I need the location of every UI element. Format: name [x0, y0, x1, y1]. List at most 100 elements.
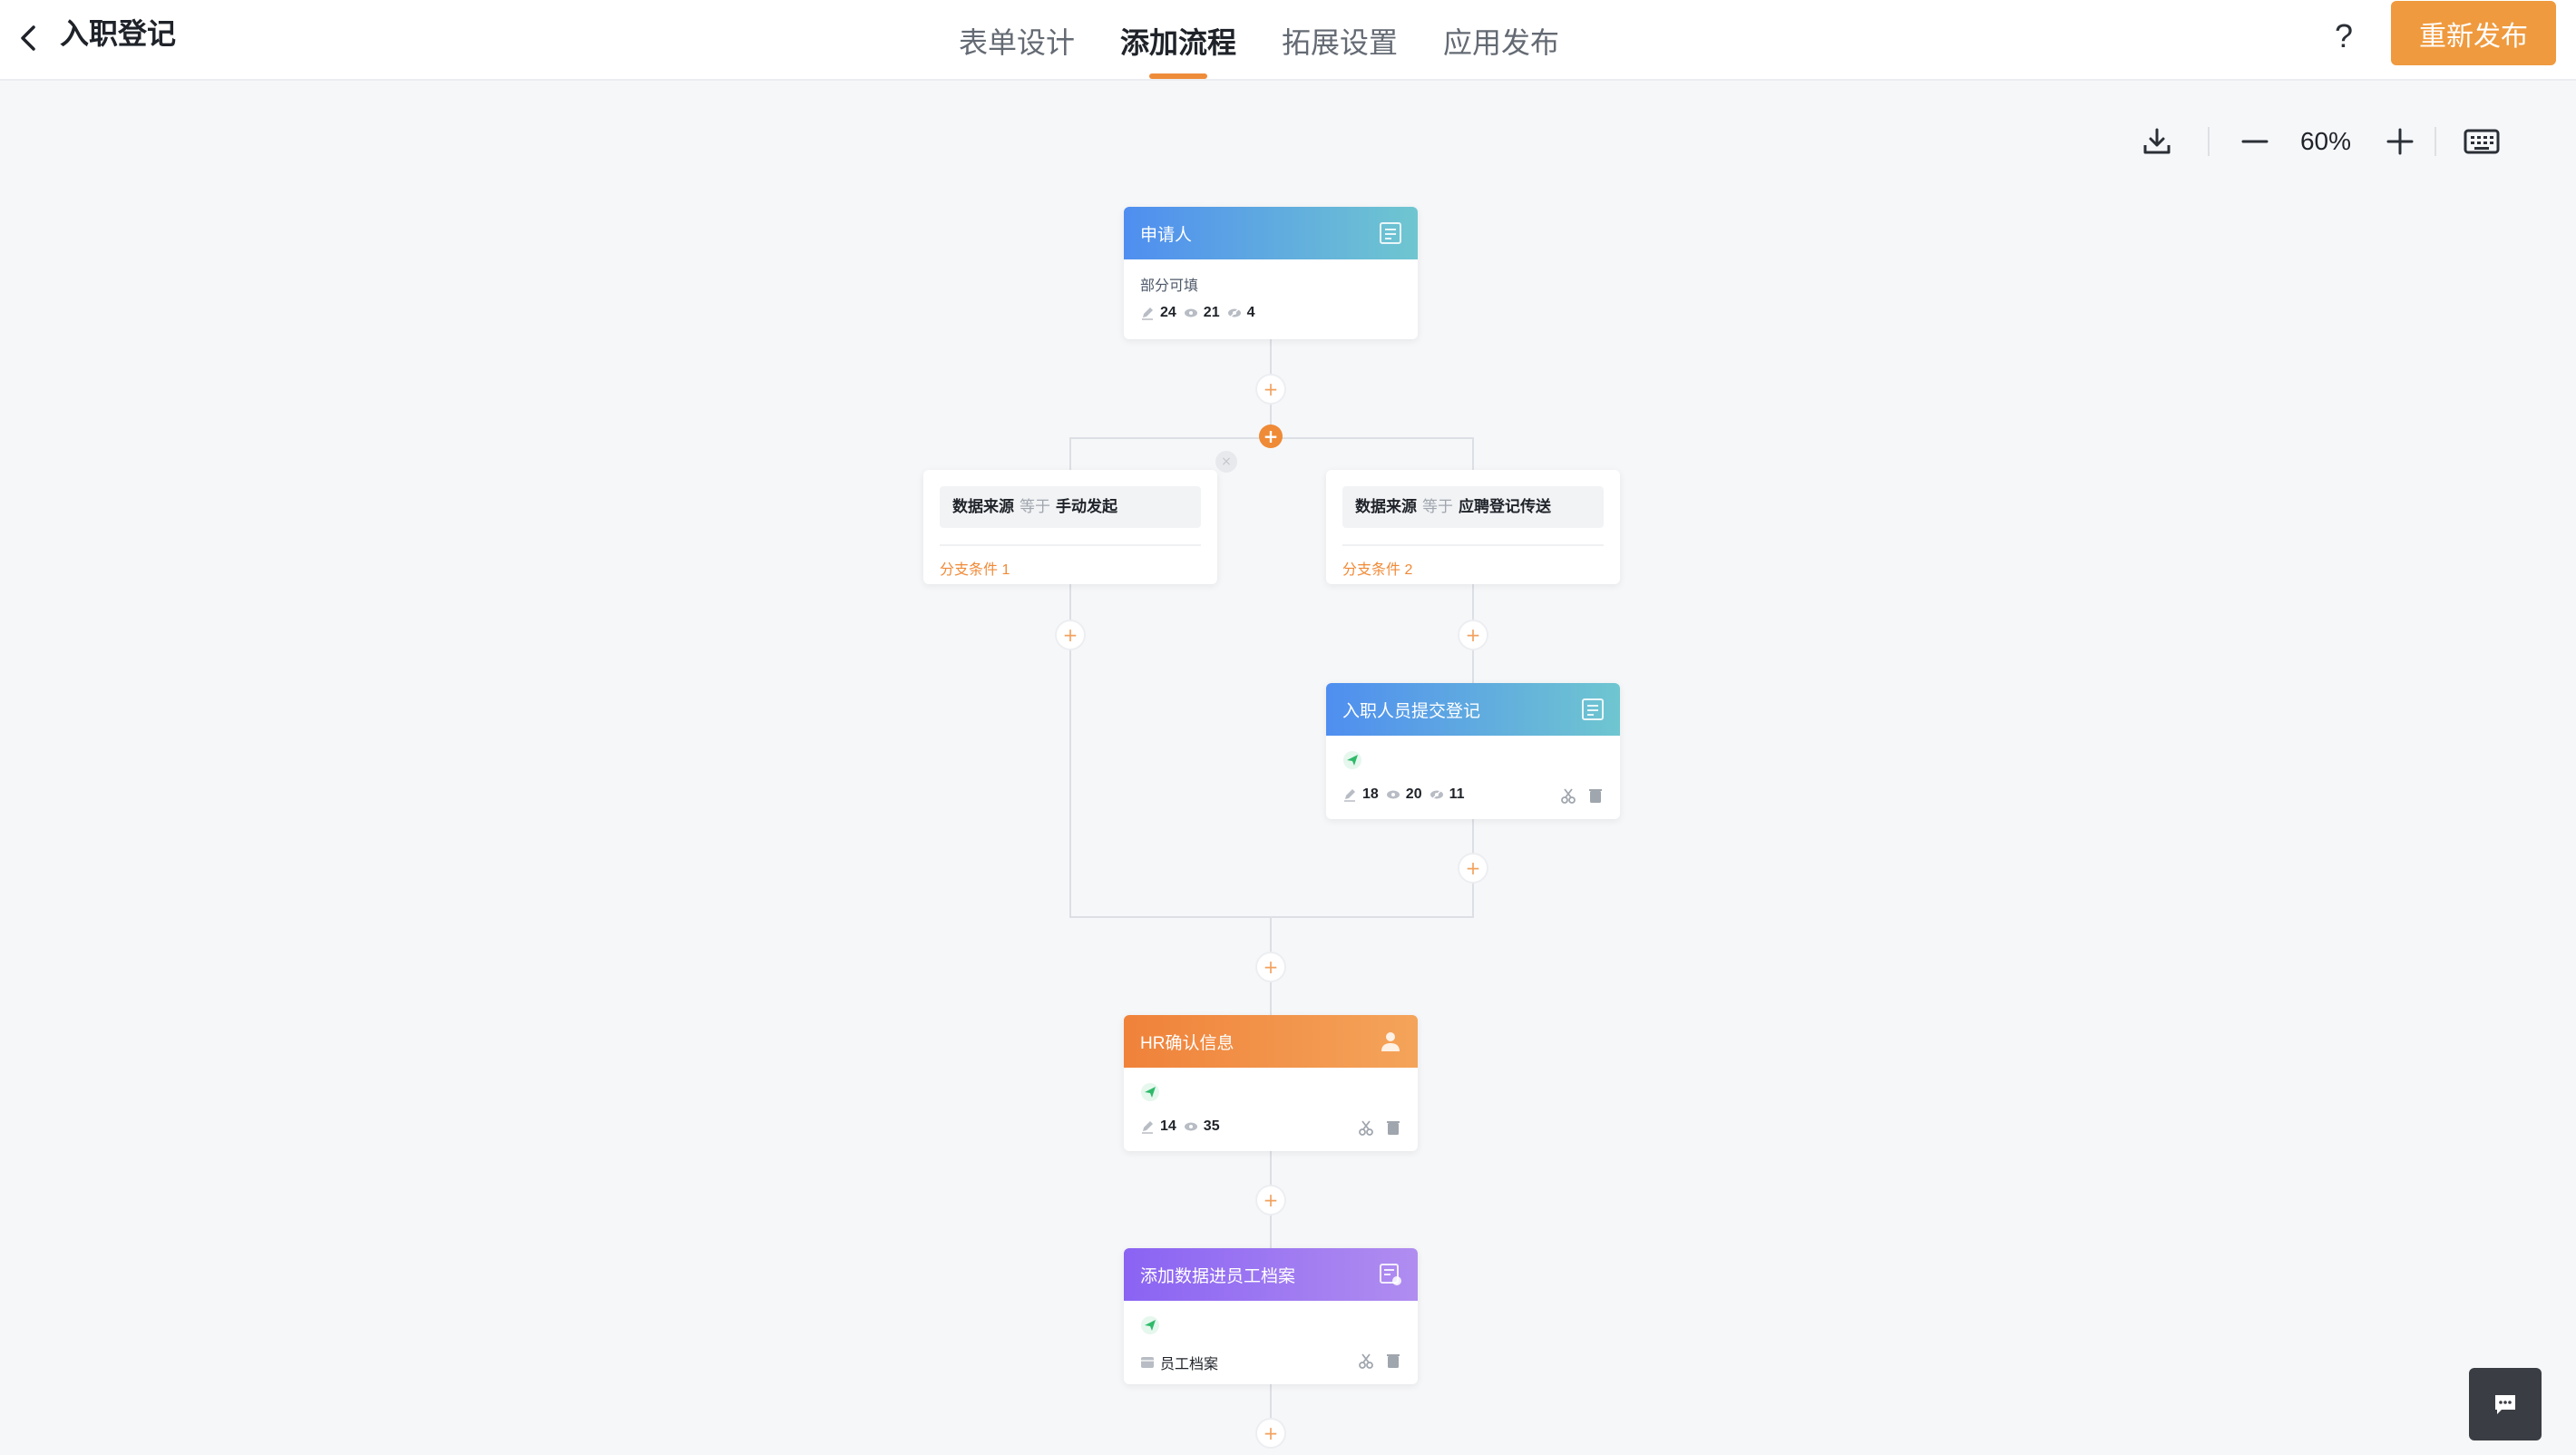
node-header: 入职人员提交登记	[1326, 683, 1620, 736]
eye-icon	[1386, 790, 1400, 799]
send-icon	[1141, 1316, 1159, 1334]
top-bar: 入职登记 表单设计 添加流程 拓展设置 应用发布 ? 重新发布	[0, 0, 2576, 81]
editable-count: 14	[1160, 1118, 1176, 1134]
add-to-archive-node[interactable]: 添加数据进员工档案 员工档案	[1124, 1248, 1418, 1384]
applicant-node[interactable]: 申请人 部分可填 24 21 4	[1124, 207, 1418, 339]
delete-icon[interactable]	[1385, 1119, 1401, 1136]
delete-icon[interactable]	[1587, 787, 1604, 804]
divider	[1342, 544, 1604, 546]
visible-count: 35	[1203, 1118, 1220, 1134]
node-actions	[1549, 787, 1604, 804]
connector-line	[1069, 916, 1474, 918]
table-icon	[1141, 1357, 1154, 1368]
download-button[interactable]	[2132, 116, 2182, 167]
back-button[interactable]	[7, 16, 51, 60]
delete-icon[interactable]	[1385, 1352, 1401, 1369]
add-node-button[interactable]: +	[1255, 374, 1286, 405]
scissors-icon[interactable]	[1358, 1352, 1374, 1369]
toolbar-divider	[2435, 127, 2436, 156]
zoom-in-button[interactable]	[2375, 116, 2425, 167]
eye-icon	[1184, 1122, 1197, 1131]
help-button[interactable]: ?	[2334, 17, 2354, 54]
target-form: 员工档案	[1140, 1352, 1218, 1373]
node-body: 部分可填 24 21 4	[1124, 259, 1418, 339]
scissors-icon[interactable]	[1358, 1119, 1374, 1136]
edit-icon	[1142, 1121, 1153, 1134]
keyboard-shortcuts-button[interactable]	[2456, 116, 2507, 167]
node-body: 14 35	[1124, 1068, 1418, 1151]
page-title: 入职登记	[60, 17, 177, 50]
target-form-name: 员工档案	[1160, 1357, 1219, 1372]
eye-off-icon	[1429, 788, 1443, 801]
visible-count: 20	[1405, 786, 1422, 802]
condition-expression: 数据来源等于应聘登记传送	[1342, 486, 1604, 528]
condition-value: 手动发起	[1056, 498, 1117, 515]
toolbar-divider	[2208, 127, 2210, 156]
add-node-button[interactable]: +	[1255, 952, 1286, 982]
node-header: 添加数据进员工档案	[1124, 1248, 1418, 1301]
connector-line	[1472, 437, 1474, 918]
chevron-left-icon	[21, 25, 35, 51]
add-branch-button[interactable]: +	[1259, 425, 1283, 448]
node-actions	[1347, 1119, 1401, 1136]
republish-button[interactable]: 重新发布	[2391, 1, 2556, 65]
eye-off-icon	[1227, 307, 1241, 319]
add-node-button[interactable]: +	[1458, 853, 1488, 884]
condition-value: 应聘登记传送	[1459, 498, 1551, 515]
tab-app-publish[interactable]: 应用发布	[1443, 25, 1560, 59]
node-title: 入职人员提交登记	[1342, 701, 1481, 721]
approver-icon	[1381, 1032, 1400, 1051]
editable-count: 24	[1160, 305, 1176, 320]
branch-label: 分支条件 2	[1342, 562, 1413, 578]
edit-icon	[1344, 789, 1355, 802]
eye-icon	[1184, 308, 1197, 317]
condition-operator: 等于	[1020, 498, 1050, 515]
canvas-toolbar: 60%	[2132, 116, 2513, 167]
download-icon	[2143, 128, 2171, 154]
branch-condition-1[interactable]: 数据来源等于手动发起 分支条件 1	[923, 470, 1217, 584]
field-stats: 24 21 4	[1140, 305, 1263, 321]
tab-bar: 表单设计 添加流程 拓展设置 应用发布	[952, 0, 1598, 81]
minus-icon	[2241, 140, 2269, 143]
send-icon	[1343, 751, 1361, 769]
branch-label: 分支条件 1	[940, 562, 1010, 578]
chat-button[interactable]	[2469, 1368, 2542, 1440]
tab-add-flow[interactable]: 添加流程	[1114, 0, 1243, 81]
zoom-level: 60%	[2299, 127, 2352, 155]
node-title: HR确认信息	[1140, 1033, 1234, 1053]
edit-icon	[1142, 308, 1153, 320]
hidden-count: 4	[1246, 305, 1255, 320]
chat-icon	[2495, 1395, 2515, 1414]
scissors-icon[interactable]	[1560, 787, 1576, 804]
submit-registration-node[interactable]: 入职人员提交登记 18 20 11	[1326, 683, 1620, 819]
add-node-button[interactable]: +	[1055, 620, 1086, 650]
form-icon	[1380, 222, 1401, 244]
keyboard-icon	[2464, 129, 2500, 154]
hr-confirm-node[interactable]: HR确认信息 14 35	[1124, 1015, 1418, 1151]
tab-extend-settings[interactable]: 拓展设置	[1282, 25, 1399, 59]
add-node-button[interactable]: +	[1458, 620, 1488, 650]
plus-icon	[2386, 128, 2414, 155]
add-node-button[interactable]: +	[1255, 1185, 1286, 1216]
zoom-out-button[interactable]	[2230, 116, 2280, 167]
connector-line	[1270, 916, 1272, 1448]
node-actions	[1347, 1352, 1401, 1369]
divider	[940, 544, 1201, 546]
connector-line	[1069, 437, 1071, 918]
node-title: 申请人	[1140, 225, 1193, 245]
form-icon	[1582, 698, 1604, 720]
condition-expression: 数据来源等于手动发起	[940, 486, 1201, 528]
node-header: 申请人	[1124, 207, 1418, 259]
condition-operator: 等于	[1422, 498, 1453, 515]
collapse-branch-button[interactable]: ×	[1215, 451, 1237, 473]
tab-form-design[interactable]: 表单设计	[959, 25, 1076, 59]
permission-summary: 部分可填	[1140, 278, 1199, 294]
hidden-count: 11	[1449, 786, 1465, 802]
editable-count: 18	[1362, 786, 1379, 802]
add-node-button[interactable]: +	[1255, 1418, 1286, 1449]
node-title: 添加数据进员工档案	[1140, 1266, 1296, 1286]
field-stats: 14 35	[1140, 1118, 1227, 1135]
branch-condition-2[interactable]: 数据来源等于应聘登记传送 分支条件 2	[1326, 470, 1620, 584]
condition-field: 数据来源	[952, 498, 1014, 515]
